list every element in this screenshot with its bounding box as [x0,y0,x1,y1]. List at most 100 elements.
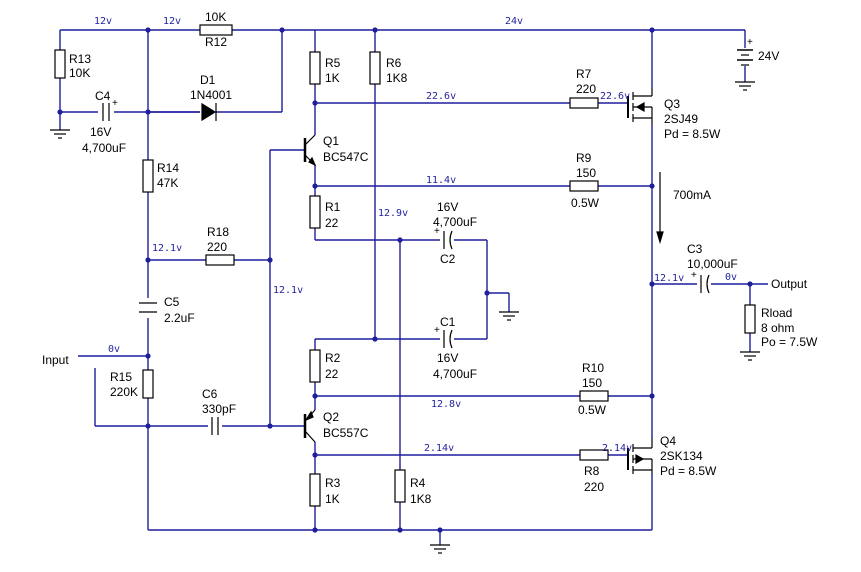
voltage-q4-drive: 2.14v [424,443,454,454]
voltage-q1-emitter: 11.4v [426,175,456,186]
battery-24v: + [737,37,753,66]
voltage-q3-drive: 22.6v [426,91,456,102]
voltage-r6-node: 12.9v [378,208,408,219]
svg-text:+: + [747,37,753,48]
d1-value: 1N4001 [190,88,232,102]
voltage-q4-gate: 2.14v [602,443,632,454]
resistor-r5 [309,51,321,85]
q4-part: 2SK134 [660,449,703,463]
svg-text:+: + [434,325,440,336]
svg-text:+: + [112,98,118,109]
resistor-r2 [309,349,321,383]
ground-symbol [50,129,70,139]
capacitor-c6 [211,417,219,435]
supply-label: 24V [758,49,779,63]
r3-ref: R3 [325,476,341,490]
resistor-r4 [394,469,406,503]
current-label: 700mA [673,188,711,202]
capacitor-c2: + [434,226,453,250]
mosfet-q3 [627,88,653,125]
r4-value: 1K8 [410,492,432,506]
c1-value: 4,700uF [433,367,477,381]
ground-symbol [735,81,755,91]
c3-value: 10,000uF [687,257,738,271]
r10-power: 0.5W [578,403,607,417]
r1-ref: R1 [325,200,341,214]
r15-ref: R15 [110,370,132,384]
r8-value: 220 [584,480,604,494]
r15-value: 220K [110,385,138,399]
ground-symbol [740,351,760,361]
r7-ref: R7 [576,67,592,81]
resistor-r6 [369,51,381,85]
r3-value: 1K [325,492,340,506]
r10-ref: R10 [582,361,604,375]
q4-power: Pd = 8.5W [660,464,717,478]
r13-ref: R13 [69,52,91,66]
input-label: Input [42,353,69,367]
r12-value: 10K [205,10,226,24]
voltage-top-mid: 12v [163,16,181,27]
ground-symbol [499,311,519,321]
c4-ref: C4 [95,89,111,103]
r5-value: 1K [325,71,340,85]
voltage-top-right: 24v [505,16,523,27]
svg-text:+: + [434,226,440,237]
resistor-r1 [309,195,321,229]
c6-value: 330pF [202,402,236,416]
c6-ref: C6 [202,387,218,401]
voltage-out-node: 12.1v [654,273,684,284]
voltage-bias-node: 12.1v [152,243,182,254]
resistor-r9 [569,180,599,192]
capacitor-c1: + [434,325,453,349]
svg-text:+: + [691,270,697,281]
r13-value: 10K [69,66,90,80]
resistor-r18 [205,254,235,266]
r8-ref: R8 [584,464,600,478]
ground-symbol [430,544,450,554]
mosfet-q4 [627,438,653,474]
c3-ref: C3 [687,242,703,256]
component-labels: R13 10K R12 10K D1 1N4001 C4 16V 4,700uF… [42,10,818,506]
r14-ref: R14 [157,161,179,175]
resistor-r8 [579,449,609,461]
capacitor-c5 [139,302,157,313]
resistor-r15 [142,369,154,399]
node-voltages: 12v 12v 24v 22.6v 22.6v 11.4v 12.9v 12.1… [94,16,737,454]
r18-ref: R18 [207,225,229,239]
r5-ref: R5 [325,56,341,70]
wires [59,29,768,545]
transistor-q2 [303,409,316,443]
voltage-q2-emitter: 12.8v [431,399,461,410]
resistor-r10 [579,390,609,402]
q3-power: Pd = 8.5W [664,127,721,141]
q2-ref: Q2 [323,410,339,424]
r2-value: 22 [325,367,339,381]
c1-ref: C1 [440,315,456,329]
rload-power: Po = 7.5W [761,335,818,349]
capacitor-c3: + [691,270,710,294]
q2-part: BC557C [323,426,369,440]
voltage-out-load: 0v [725,272,737,283]
output-label: Output [771,277,808,291]
resistor-rload [744,304,756,334]
c5-value: 2.2uF [164,311,195,325]
d1-ref: D1 [200,73,216,87]
r2-ref: R2 [325,351,341,365]
junctions [57,27,753,533]
c4-value: 4,700uF [82,141,126,155]
r9-power: 0.5W [571,196,600,210]
voltage-base-node: 12.1v [273,285,303,296]
q1-part: BC547C [323,150,369,164]
q4-ref: Q4 [660,434,676,448]
resistor-r12 [199,24,233,36]
resistor-r3 [309,473,321,507]
diode-d1 [201,102,217,122]
c1-voltage: 16V [437,351,458,365]
r4-ref: R4 [410,476,426,490]
rload-value: 8 ohm [761,321,794,335]
voltage-q3-gate: 22.6v [600,91,630,102]
current-arrow-icon [656,172,664,245]
r1-value: 22 [325,216,339,230]
